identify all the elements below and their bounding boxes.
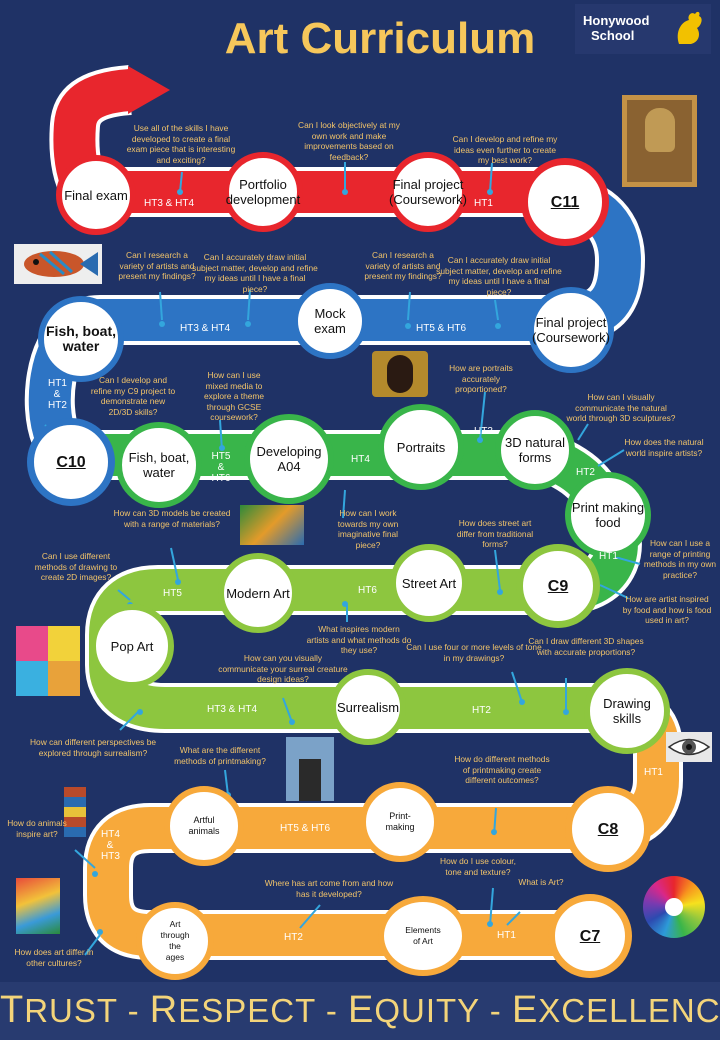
term-label: HT3 & HT4 <box>144 198 195 209</box>
question-text: Can I accurately draw initial subject ma… <box>436 255 562 297</box>
node-elements-of-art: Elements of Art <box>378 896 468 976</box>
term-label: HT5 <box>163 588 182 599</box>
term-label: HT5 & HT6 <box>211 451 231 484</box>
question-text: Can I use different methods of drawing t… <box>34 551 118 582</box>
cultural-artwork <box>16 878 60 934</box>
node-developing-a04: Developing A04 <box>244 414 334 504</box>
node-fish-boat-water-y10: Fish, boat, water <box>38 296 124 382</box>
question-text: How can I work towards my own imaginativ… <box>337 508 399 550</box>
node-artful-animals: Artful animals <box>164 786 244 866</box>
mona-lisa-painting <box>622 95 697 187</box>
question-text: How can you visually communicate your su… <box>218 653 348 684</box>
arrow-head-icon <box>128 66 170 114</box>
magritte-artwork <box>286 737 334 801</box>
question-text: How does the natural world inspire artis… <box>624 437 704 458</box>
node-c8: C8 <box>565 786 651 872</box>
eye-drawing <box>666 732 712 762</box>
node-street-art: Street Art <box>390 544 468 622</box>
question-text: Can I develop and refine my C9 project t… <box>90 375 176 417</box>
question-text: Can I research a variety of artists and … <box>118 250 196 281</box>
term-label: HT5 & HT6 <box>416 323 467 334</box>
question-text: Can I develop and refine my ideas even f… <box>452 134 558 165</box>
question-text: How do different methods of printmaking … <box>454 754 550 785</box>
question-text: How are portraits accurately proportione… <box>449 363 513 394</box>
question-text: Can I look objectively at my own work an… <box>298 120 400 162</box>
node-portfolio-development: Portfolio development <box>223 152 303 232</box>
term-label: HT1 <box>474 198 493 209</box>
term-label: HT2 <box>576 467 595 478</box>
node-portraits: Portraits <box>378 404 464 490</box>
term-label: HT2 <box>284 932 303 943</box>
node-3d-natural-forms: 3D natural forms <box>495 410 575 490</box>
pop-art-mickey-artwork <box>16 626 80 696</box>
leader-lines <box>44 162 641 956</box>
question-text: How can I visually communicate the natur… <box>566 392 676 423</box>
term-label: HT1 <box>599 551 618 562</box>
question-text: What is Art? <box>518 877 564 887</box>
question-text: What inspires modern artists and what me… <box>306 624 412 655</box>
question-text: How can different perspectives be explor… <box>30 737 157 758</box>
question-text: Can I accurately draw initial subject ma… <box>192 252 318 294</box>
tiger-artwork <box>240 505 304 545</box>
term-label: HT1 & HT2 <box>48 378 67 411</box>
term-label: HT4 <box>351 454 370 465</box>
node-final-exam: Final exam <box>56 155 136 235</box>
question-text: How can I use mixed media to explore a t… <box>203 370 265 422</box>
node-final-project-y11: Final project (Coursework) <box>388 152 468 232</box>
term-label: HT1 <box>644 767 663 778</box>
node-final-project-y10: Final project (Coursework) <box>528 287 614 373</box>
school-logo: Honywood School <box>575 4 711 54</box>
term-label: HT3 & HT4 <box>180 323 231 334</box>
leader-dots <box>92 189 569 935</box>
term-label: HT2 <box>472 705 491 716</box>
question-text: How does art differ in other cultures? <box>14 947 94 968</box>
term-label: HT4 & HT3 <box>101 829 120 862</box>
question-text: How does street art differ from traditio… <box>456 518 534 549</box>
node-pop-art: Pop Art <box>90 604 174 688</box>
node-mock-exam: Mock exam <box>292 283 368 359</box>
term-label: HT5 & HT6 <box>280 823 331 834</box>
colour-wheel-icon <box>643 876 705 938</box>
portrait-artwork <box>372 351 428 397</box>
question-text: How can I use a range of printing method… <box>643 538 717 580</box>
question-text: How are artist inspired by food and how … <box>622 594 712 625</box>
question-text: Can I draw different 3D shapes with accu… <box>528 636 644 657</box>
question-text: How do I use colour, tone and texture? <box>440 856 516 877</box>
question-text: What are the different methods of printm… <box>174 745 266 766</box>
term-label: HT6 <box>358 585 377 596</box>
node-fish-boat-water-y9: Fish, boat, water <box>116 422 202 508</box>
question-text: Where has art come from and how has it d… <box>264 878 394 899</box>
totem-artwork <box>64 787 86 837</box>
node-surrealism: Surrealism <box>330 669 406 745</box>
node-c9: C9 <box>516 544 600 628</box>
rooster-icon <box>677 11 702 44</box>
node-drawing-skills: Drawing skills <box>584 668 670 754</box>
term-label: HT1 <box>497 930 516 941</box>
page-title: Art Curriculum <box>224 14 536 63</box>
question-text: Can I use four or more levels of tone in… <box>406 642 542 663</box>
node-print-making: Print-making <box>360 782 440 862</box>
question-text: How do animals inspire art? <box>7 818 67 839</box>
node-c11: C11 <box>521 158 609 246</box>
question-text: Can I research a variety of artists and … <box>364 250 442 281</box>
node-print-making-food: Print making food <box>565 472 651 558</box>
node-c7: C7 <box>548 894 632 978</box>
node-c10: C10 <box>27 418 115 506</box>
term-label: HT3 & HT4 <box>207 704 258 715</box>
question-text: How can 3D models be created with a rang… <box>113 508 231 529</box>
question-text: Use all of the skills I have developed t… <box>126 123 236 165</box>
node-art-through-the-ages: Art through the ages <box>136 902 214 980</box>
node-modern-art: Modern Art <box>218 553 298 633</box>
fish-artwork <box>14 244 102 284</box>
term-label: HT3 <box>474 426 493 437</box>
values-banner: TRUST - RESPECT - EQUITY - EXCELLENCE <box>0 982 720 1040</box>
